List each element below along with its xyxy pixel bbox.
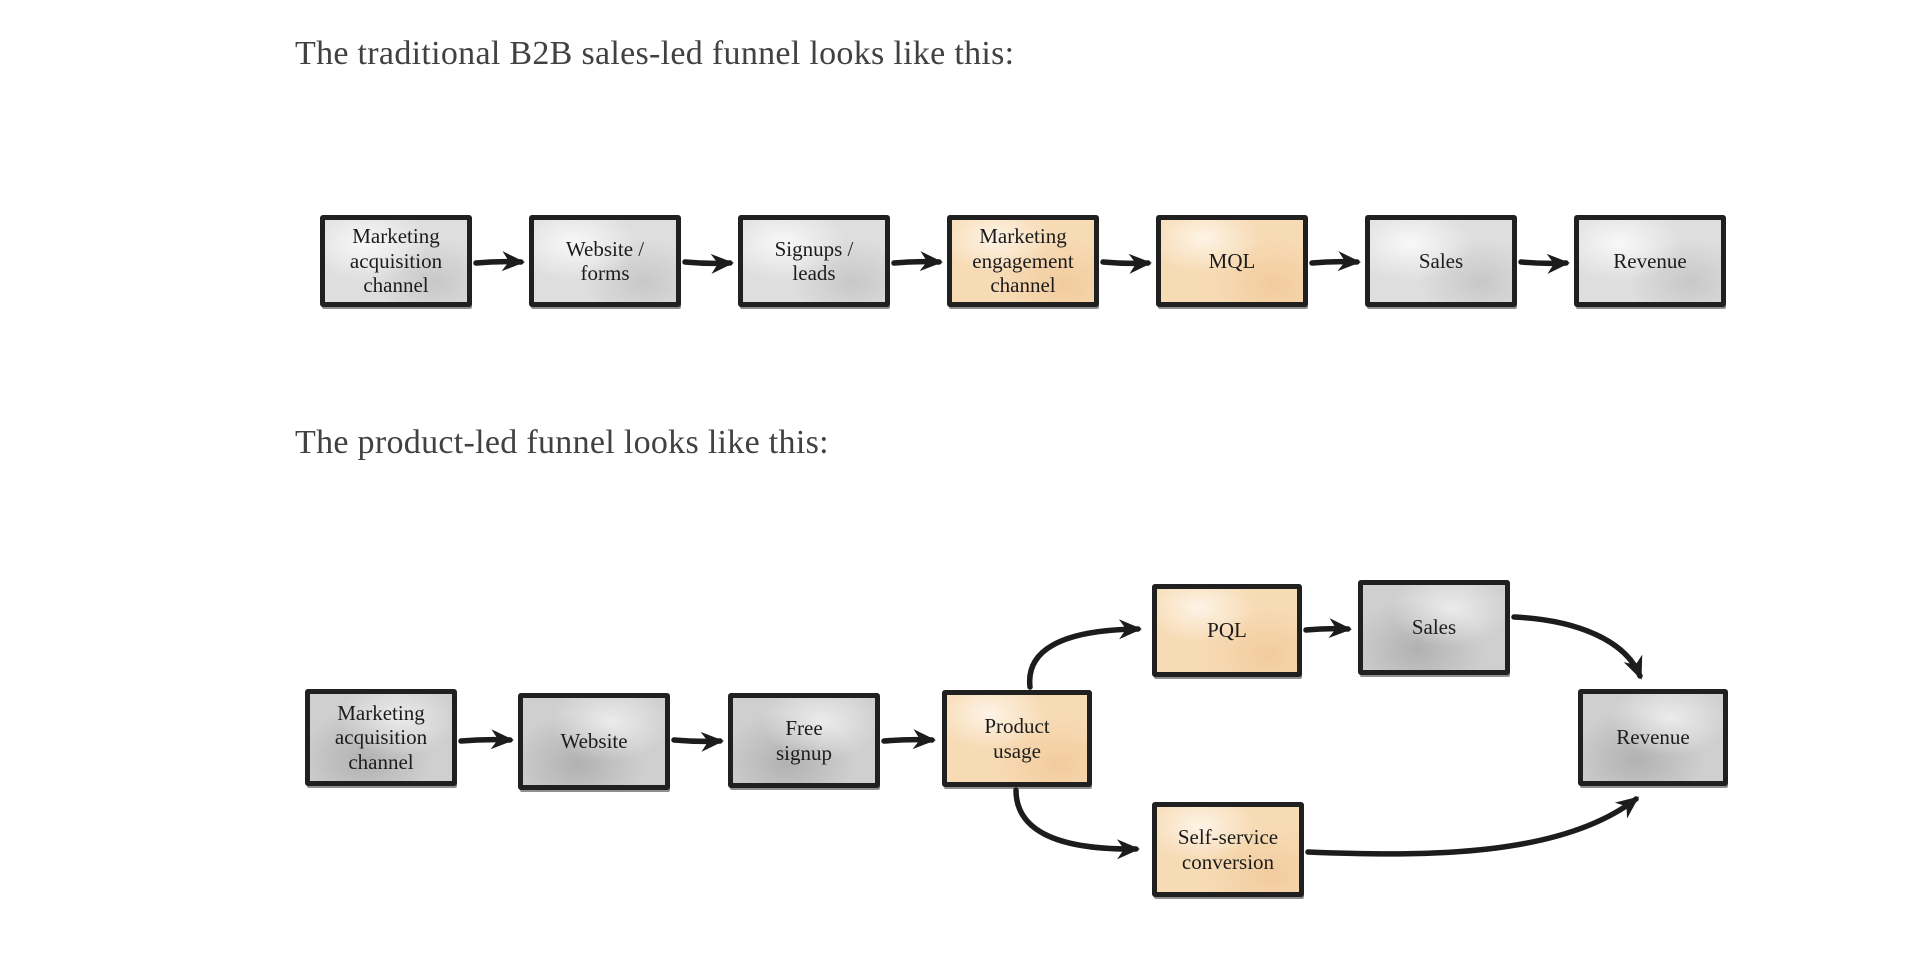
node-sales-led-marketing-acquisition-channel: Marketing acquisition channel [320,215,472,307]
node-product-led-marketing-acquisition-channel: Marketing acquisition channel [305,689,457,786]
arrow-mql-to-sales [1309,251,1361,272]
arrow-website-to-free-signup [671,731,724,752]
node-sales-led-website-forms: Website / forms [529,215,681,307]
arrow-product-usage-to-pql [1026,619,1142,690]
node-label: PQL [1207,618,1247,643]
node-label: Revenue [1613,248,1687,273]
node-label: Signups / leads [774,236,854,285]
heading-sales-led-funnel: The traditional B2B sales-led funnel loo… [295,35,1015,72]
node-label: Marketing acquisition channel [334,700,428,774]
heading-product-led-funnel: The product-led funnel looks like this: [295,424,829,461]
node-label: MQL [1208,248,1256,273]
arrow-sales-to-revenue [1518,253,1570,274]
node-label: Free signup [775,716,832,765]
node-product-led-revenue: Revenue [1578,689,1728,786]
node-label: Website [560,729,628,754]
node-label: Marketing acquisition channel [349,224,443,298]
arrow-mac-to-website [458,729,514,750]
node-product-led-pql: PQL [1152,584,1302,677]
arrow-website-forms-to-signups [682,253,734,274]
node-product-led-sales: Sales [1358,580,1510,675]
arrow-engagement-to-mql [1100,253,1152,274]
node-label: Sales [1411,615,1457,640]
arrow-sales-to-revenue-2 [1511,614,1643,680]
node-product-led-website: Website [518,693,670,790]
arrow-pql-to-sales [1303,618,1352,639]
arrow-self-service-to-revenue [1305,796,1640,857]
node-product-led-free-signup: Free signup [728,693,880,788]
arrow-product-usage-to-self-service [1013,787,1140,860]
node-label: Website / forms [565,236,645,285]
node-sales-led-mql: MQL [1156,215,1308,307]
node-label: Sales [1418,248,1464,273]
node-sales-led-revenue: Revenue [1574,215,1726,307]
node-product-led-self-service-conversion: Self-service conversion [1152,802,1304,897]
node-sales-led-signups-leads: Signups / leads [738,215,890,307]
node-label: Revenue [1616,725,1690,750]
node-label: Marketing engagement channel [972,224,1074,298]
node-sales-led-sales: Sales [1365,215,1517,307]
node-label: Self-service conversion [1177,825,1279,874]
arrow-free-signup-to-product-usage [881,729,936,750]
node-sales-led-marketing-engagement-channel: Marketing engagement channel [947,215,1099,307]
node-label: Product usage [984,714,1050,763]
arrow-mac-to-website-forms [473,251,525,272]
node-product-led-product-usage: Product usage [942,690,1092,787]
arrow-signups-to-engagement [891,251,943,272]
